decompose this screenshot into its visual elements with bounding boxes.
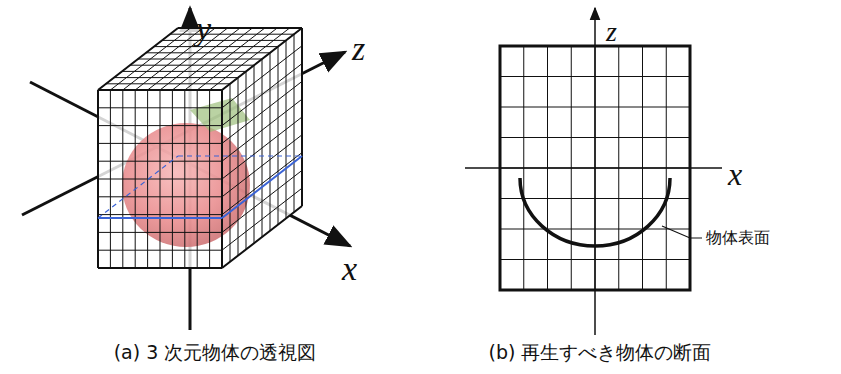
grid-line (98, 90, 222, 91)
grid-line (302, 28, 303, 206)
grid-line (222, 28, 302, 90)
axis-label: x (728, 158, 742, 190)
axes-a (22, 8, 350, 330)
voxel-cube (98, 28, 302, 268)
grid-line (222, 188, 302, 250)
grid-line (98, 214, 222, 215)
grid-line (294, 34, 295, 212)
leader-line (662, 226, 702, 238)
cube-edge (97, 90, 99, 268)
grid-line (98, 268, 222, 269)
grid-line (138, 59, 262, 60)
grid-line (209, 90, 210, 268)
axis-label: z (352, 32, 365, 66)
grid-line (210, 28, 290, 90)
cube-edge (98, 89, 222, 91)
voxel-grid (98, 28, 302, 268)
grid-line (197, 90, 198, 268)
grid-line (222, 90, 223, 268)
grid-line (146, 52, 270, 53)
grid-line (222, 90, 223, 268)
axis-label: y (196, 12, 211, 46)
grid-line (222, 206, 302, 268)
cube-edge (221, 90, 223, 268)
grid-line (98, 196, 222, 197)
grid-line (222, 153, 302, 215)
cube-edge (98, 267, 222, 269)
grid-line (98, 90, 222, 91)
section-plane (98, 156, 302, 218)
cube-edge (98, 28, 178, 90)
axes-b (465, 8, 722, 335)
axis-label: x (342, 252, 357, 286)
grid-line (262, 59, 263, 237)
sub-caption: (b) 再生すべき物体の断面 (489, 343, 712, 362)
grid-line (172, 90, 173, 268)
callout-label: 物体表面 (704, 229, 772, 247)
grid-line (172, 28, 252, 90)
grid-line (98, 179, 222, 180)
grid-line (286, 40, 287, 218)
grid-line (98, 232, 222, 233)
cube-edge (301, 28, 303, 206)
grid-line (162, 40, 286, 41)
grid-line (170, 34, 294, 35)
grid-line (184, 90, 185, 268)
cube-edge (222, 206, 302, 268)
grid-line (278, 47, 279, 225)
object-surface-curve (520, 178, 670, 246)
sub-caption: (a) 3 次元物体の透視図 (114, 343, 317, 362)
grid-line (154, 46, 278, 47)
grid-line (270, 53, 271, 231)
cube-edge (222, 28, 302, 90)
grid-line (98, 90, 99, 268)
axis-label: z (606, 18, 617, 46)
grid-line (98, 250, 222, 251)
grid-line (222, 170, 302, 232)
